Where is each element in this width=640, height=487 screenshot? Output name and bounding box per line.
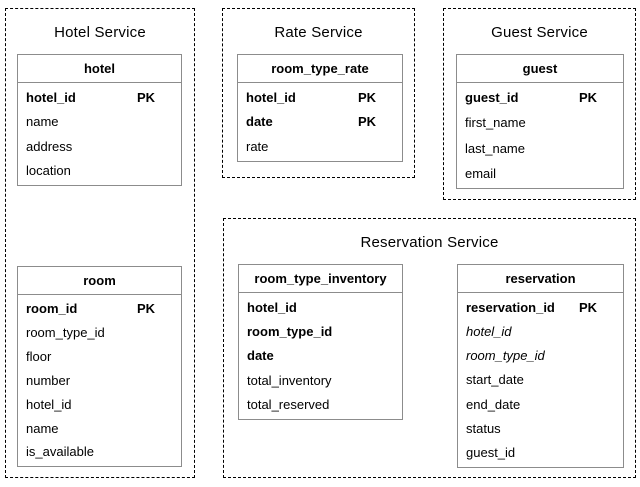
table-field: end_date: [458, 397, 623, 412]
field-name: hotel_id: [26, 396, 72, 412]
field-name: room_type_id: [466, 348, 545, 364]
field-name: date: [247, 348, 274, 364]
table-field: guest_id PK: [457, 90, 623, 105]
table-field: status: [458, 421, 623, 436]
field-name: location: [26, 163, 71, 179]
primary-key-label: PK: [578, 299, 597, 315]
field-name: guest_id: [466, 445, 516, 461]
field-name: reservation_id: [466, 299, 555, 315]
table-field: total_reserved: [239, 397, 402, 412]
field-name: total_reserved: [247, 397, 330, 413]
table-field: is_available: [18, 444, 181, 459]
table-field: hotel_id: [458, 324, 623, 339]
table-field: location: [18, 163, 181, 178]
field-name: address: [26, 138, 73, 154]
field-name: name: [26, 420, 59, 436]
service-box-rate: Rate Service room_type_rate hotel_id PK …: [222, 8, 415, 178]
table-field: number: [18, 373, 181, 388]
table-room: room room_id PK room_type_id floor numbe…: [17, 266, 182, 467]
table-field: hotel_id: [18, 397, 181, 412]
field-name: first_name: [465, 115, 526, 131]
table-fields: guest_id PK first_name last_name email: [457, 83, 623, 188]
field-name: room_type_id: [26, 325, 105, 341]
table-field: guest_id: [458, 445, 623, 460]
table-reservation: reservation reservation_id PK hotel_id r…: [457, 264, 624, 468]
field-name: email: [465, 165, 497, 181]
service-box-hotel: Hotel Service hotel hotel_id PK name add…: [5, 8, 195, 478]
field-name: hotel_id: [246, 89, 296, 105]
field-name: is_available: [26, 444, 94, 460]
table-fields: hotel_id PK date PK rate: [238, 83, 402, 161]
table-guest: guest guest_id PK first_name last_name e…: [456, 54, 624, 189]
table-room-type-inventory: room_type_inventory hotel_id room_type_i…: [238, 264, 403, 420]
service-box-guest: Guest Service guest guest_id PK first_na…: [443, 8, 636, 200]
field-name: room_id: [26, 301, 78, 317]
service-title-guest: Guest Service: [491, 24, 588, 41]
primary-key-label: PK: [357, 89, 376, 105]
table-field: address: [18, 139, 181, 154]
field-name: guest_id: [465, 90, 519, 106]
field-name: end_date: [466, 396, 521, 412]
table-field: first_name: [457, 115, 623, 130]
table-fields: reservation_id PK hotel_id room_type_id …: [458, 293, 623, 467]
table-title-room-type-rate: room_type_rate: [238, 55, 402, 83]
table-field: rate: [238, 139, 402, 154]
field-name: name: [26, 114, 59, 130]
table-field: room_type_id: [458, 348, 623, 363]
field-name: hotel_id: [466, 323, 512, 339]
table-field: start_date: [458, 372, 623, 387]
table-field: date: [239, 348, 402, 363]
field-name: date: [246, 114, 273, 130]
table-title-room-type-inventory: room_type_inventory: [239, 265, 402, 293]
primary-key-label: PK: [136, 89, 155, 105]
field-name: start_date: [466, 372, 524, 388]
table-title-reservation: reservation: [458, 265, 623, 293]
field-name: room_type_id: [247, 324, 333, 340]
table-field: room_type_id: [18, 325, 181, 340]
table-field: name: [18, 114, 181, 129]
field-name: status: [466, 421, 501, 437]
service-title-rate: Rate Service: [274, 24, 363, 41]
primary-key-label: PK: [578, 90, 597, 106]
table-field: name: [18, 421, 181, 436]
field-name: total_inventory: [247, 372, 332, 388]
table-title-guest: guest: [457, 55, 623, 83]
table-field: room_type_id: [239, 324, 402, 339]
field-name: rate: [246, 139, 269, 155]
table-field: hotel_id PK: [18, 90, 181, 105]
service-title-reservation: Reservation Service: [360, 234, 499, 251]
field-name: hotel_id: [26, 89, 76, 105]
table-field: floor: [18, 349, 181, 364]
table-field: reservation_id PK: [458, 300, 623, 315]
table-title-hotel: hotel: [18, 55, 181, 83]
field-name: number: [26, 372, 71, 388]
field-name: hotel_id: [247, 299, 297, 315]
table-field: hotel_id PK: [238, 90, 402, 105]
table-fields: room_id PK room_type_id floor number hot…: [18, 295, 181, 466]
table-fields: hotel_id room_type_id date total_invento…: [239, 293, 402, 419]
table-field: email: [457, 166, 623, 181]
table-field: date PK: [238, 114, 402, 129]
table-field: hotel_id: [239, 300, 402, 315]
service-title-hotel: Hotel Service: [54, 24, 146, 41]
table-hotel: hotel hotel_id PK name address location: [17, 54, 182, 186]
primary-key-label: PK: [357, 114, 376, 130]
field-name: last_name: [465, 140, 525, 156]
table-title-room: room: [18, 267, 181, 295]
primary-key-label: PK: [136, 301, 155, 317]
table-field: total_inventory: [239, 373, 402, 388]
table-fields: hotel_id PK name address location: [18, 83, 181, 185]
table-room-type-rate: room_type_rate hotel_id PK date PK rate: [237, 54, 403, 162]
field-name: floor: [26, 349, 52, 365]
table-field: last_name: [457, 141, 623, 156]
table-field: room_id PK: [18, 301, 181, 316]
service-box-reservation: Reservation Service room_type_inventory …: [223, 218, 636, 478]
